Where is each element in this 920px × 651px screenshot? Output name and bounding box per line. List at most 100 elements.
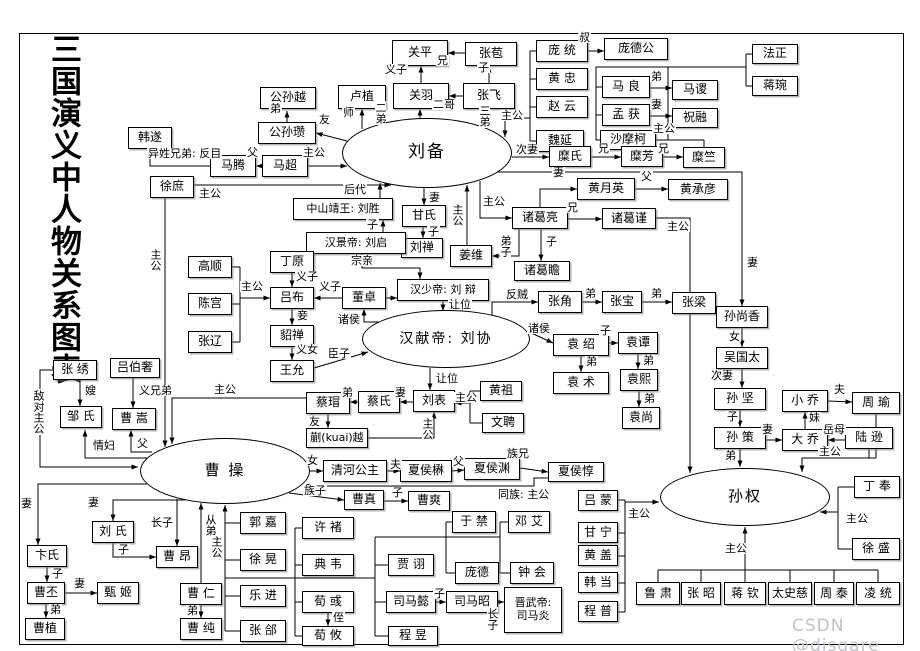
relationship-label: 女 — [306, 454, 319, 467]
node-caocao: 曹 操 — [140, 438, 310, 504]
node-menghuo: 孟 获 — [602, 104, 650, 126]
node-fazheng: 法正 — [752, 44, 798, 64]
relationship-label: 主公 — [724, 542, 748, 555]
node-chengpu: 程 普 — [578, 601, 618, 622]
relationship-label: 主公 — [198, 187, 222, 200]
relationship-label: 岳母 — [822, 423, 846, 436]
node-zhangbao-rebel: 张宝 — [602, 291, 642, 313]
relationship-label: 弟 — [585, 355, 598, 368]
relationship-label: 主公 — [627, 507, 651, 520]
node-machao: 马超 — [262, 155, 308, 177]
node-wangyun: 王允 — [270, 360, 314, 382]
relationship-label: 父 — [640, 170, 653, 183]
relationship-label: 妻 — [650, 98, 663, 111]
relationship-label: 兄 — [597, 142, 610, 155]
node-lejin: 乐 进 — [240, 585, 286, 607]
node-chengyu: 程 昱 — [388, 626, 438, 646]
relationship-label: 子 — [545, 235, 558, 248]
relationship-label: 夫 — [389, 458, 402, 471]
node-sunjian: 孙 坚 — [714, 388, 766, 410]
node-ganshi: 甘氏 — [402, 205, 446, 227]
relationship-label: 主公 — [213, 383, 237, 396]
relationship-label: 主公 — [818, 445, 842, 458]
node-mizhu: 糜竺 — [683, 147, 725, 168]
node-qinghegongzhu: 清河公主 — [323, 460, 387, 482]
watermark: CSDN @disgare — [792, 616, 880, 651]
outer-frame — [19, 33, 904, 645]
relationship-label: 父 — [136, 437, 149, 450]
relationship-label: 异姓兄弟: 反目 — [147, 147, 223, 160]
node-huangzhong: 黄 忠 — [536, 68, 588, 90]
relationship-label: 子 — [726, 410, 739, 423]
relationship-label: 妾 — [296, 309, 309, 322]
node-xunyu: 荀 彧 — [302, 591, 354, 613]
relationship-label: 长子 — [486, 607, 499, 631]
relationship-label: 弟 — [584, 287, 597, 300]
node-dianwei: 典 韦 — [302, 554, 354, 576]
node-xiahoudun: 夏侯惇 — [548, 462, 604, 482]
relationship-label: 主公 — [240, 280, 264, 293]
relationship-label: 次妻 — [515, 143, 539, 156]
relationship-label: 主公 — [210, 535, 223, 559]
node-dengai: 邓 艾 — [508, 511, 550, 533]
relationship-label: 妻 — [428, 191, 441, 204]
node-zhangzhao-wu: 张 昭 — [681, 582, 721, 605]
relationship-label: 师 — [342, 106, 355, 119]
relationship-label: 弟 — [642, 354, 655, 367]
node-simayi: 司马懿 — [386, 591, 436, 613]
node-lvbu: 吕布 — [270, 287, 314, 309]
node-mishi: 糜氏 — [549, 146, 591, 167]
node-lvmeng: 吕 蒙 — [578, 490, 618, 511]
node-caoang: 曹 昂 — [156, 546, 198, 568]
node-dingyuan: 丁原 — [270, 251, 314, 273]
relationship-label: 后代 — [343, 183, 367, 196]
node-liubei: 刘备 — [342, 118, 512, 188]
node-xushu: 徐庶 — [150, 176, 194, 198]
node-wenpin: 文聘 — [482, 413, 524, 433]
relationship-label: 臣子 — [327, 347, 351, 360]
node-pangde: 庞德 — [455, 562, 499, 584]
node-sunshangxiang: 孙尚香 — [716, 306, 768, 328]
node-zhurong: 祝融 — [672, 108, 718, 128]
node-sunquan: 孙权 — [660, 468, 830, 526]
node-zhangjiao: 张角 — [538, 291, 582, 313]
relationship-label: 嫂 — [84, 384, 97, 397]
node-liubian: 汉少帝: 刘 辩 — [397, 279, 489, 301]
node-liuxie: 汉献帝: 刘协 — [362, 310, 530, 368]
node-jiangwei: 姜维 — [450, 245, 492, 267]
node-simazhao: 司马昭 — [446, 591, 498, 613]
node-liushi: 刘 氏 — [92, 521, 134, 543]
node-zhenji: 甄 姬 — [97, 582, 139, 604]
node-jiaxu: 贾 诩 — [388, 554, 434, 576]
relationship-label: 妻 — [761, 423, 774, 436]
node-ganning: 甘 宁 — [578, 522, 618, 543]
relationship-label: 主公 — [482, 195, 506, 208]
relationship-label: 主公 — [652, 122, 676, 135]
relationship-label: 妻 — [87, 496, 100, 509]
relationship-label: 侄 — [332, 611, 345, 624]
node-caishi: 蔡氏 — [358, 391, 400, 413]
relationship-label: 兄 — [566, 201, 579, 214]
relationship-label: 夫 — [833, 383, 846, 396]
node-zhugeliang: 诸葛亮 — [512, 207, 568, 229]
node-shamoke: 沙摩柯 — [600, 130, 656, 150]
relationship-label: 弟 — [643, 392, 656, 405]
relationship-label: 主公 — [845, 512, 869, 525]
node-caosong: 曹 嵩 — [112, 408, 156, 430]
node-zoushi: 邹 氏 — [60, 406, 102, 428]
node-xuhuang: 徐 晃 — [240, 549, 286, 571]
relationship-label: 情妇 — [92, 439, 116, 452]
relationship-label: 义子 — [295, 270, 319, 283]
node-caozhen: 曹真 — [344, 490, 384, 510]
node-huanggai: 黄 盖 — [578, 545, 618, 566]
node-huangzu: 黄祖 — [480, 381, 522, 401]
node-yuanshang: 袁尚 — [622, 407, 660, 429]
relationship-label: 友 — [318, 113, 331, 126]
node-xusheng: 徐 盛 — [852, 538, 900, 560]
relationship-label: 主公 — [454, 391, 478, 404]
relationship-label: 二哥 — [432, 98, 456, 111]
node-lingtong: 凌 统 — [856, 582, 900, 605]
node-yuanshu: 袁 术 — [553, 372, 609, 394]
relationship-label: 父 — [246, 146, 259, 159]
relationship-label: 长子 — [150, 516, 174, 529]
